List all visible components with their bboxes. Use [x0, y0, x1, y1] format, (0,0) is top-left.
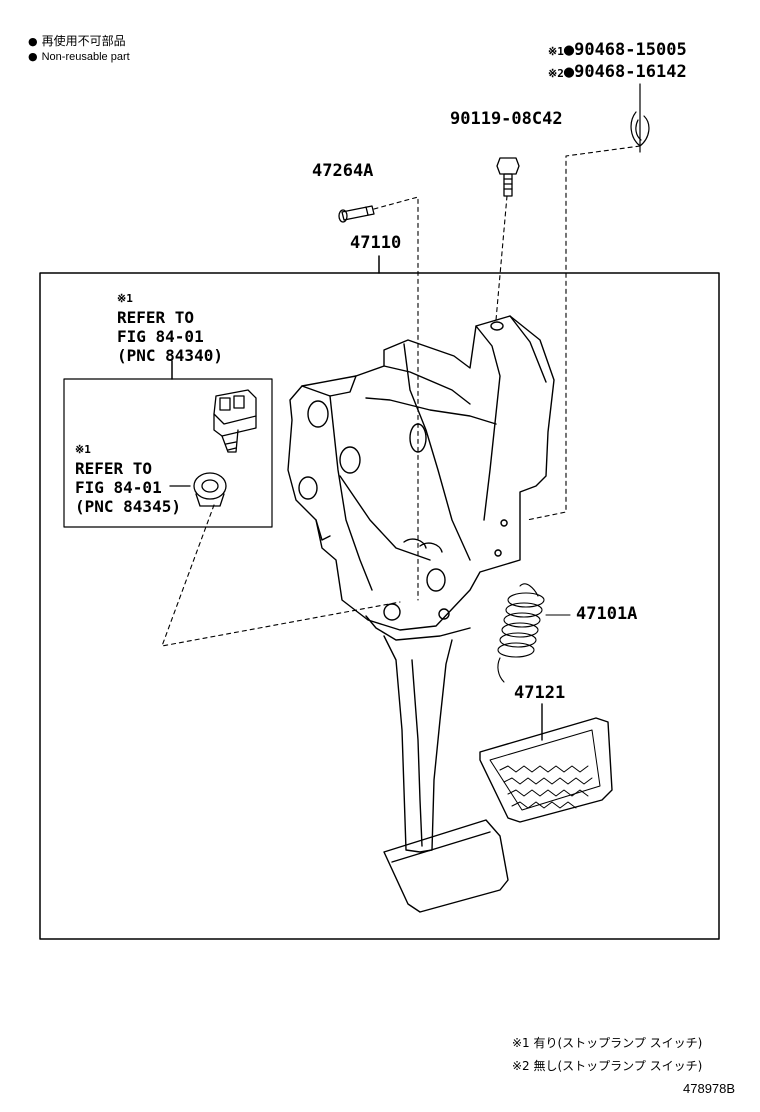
bullet-icon: ● [563, 62, 575, 82]
reference-note-outer: ※1 REFER TO FIG 84-01 (PNC 84340) [117, 289, 223, 365]
reference-line: FIG 84-01 [75, 478, 162, 497]
legend: ●再使用不可部品 ●Non-reusable part [28, 34, 130, 65]
reference-line: FIG 84-01 [117, 327, 204, 346]
footnote-2: ※2 無し(ストップランプ スイッチ) [512, 1059, 703, 1073]
bullet-icon: ● [28, 35, 38, 48]
clip-part-number-2: ※2●90468-16142 [548, 62, 687, 83]
legend-row-english: ●Non-reusable part [28, 49, 130, 65]
reference-line: (PNC 84345) [75, 497, 181, 516]
part-number-text: 90468-16142 [574, 62, 687, 82]
footnote-1: ※1 有り(ストップランプ スイッチ) [512, 1036, 703, 1050]
clip-icon [630, 83, 650, 153]
reference-box [63, 378, 273, 528]
reference-line: REFER TO [117, 308, 195, 327]
pedal-assembly-part-number: 47110 [350, 233, 402, 253]
bolt-part-number: 90119-08C42 [450, 109, 563, 129]
stopper-icon [169, 472, 227, 507]
bolt-icon [496, 157, 520, 197]
clip-part-number-1: ※1●90468-15005 [548, 40, 687, 61]
pedal-arm [383, 635, 509, 913]
assembly-dashed-lines [161, 145, 641, 647]
return-spring-part-number: 47101A [576, 604, 638, 624]
note-mark: ※1 [117, 292, 133, 305]
note-mark: ※1 [548, 45, 564, 58]
reference-line: REFER TO [75, 459, 153, 478]
stop-lamp-switch-icon [213, 389, 257, 453]
part-number-text: 90468-15005 [574, 40, 687, 60]
bullet-icon: ● [28, 50, 38, 63]
legend-label-english: Non-reusable part [41, 51, 130, 63]
pedal-bracket [287, 315, 555, 641]
pedal-pad-icon [479, 703, 613, 823]
reference-note-inner: ※1 REFER TO FIG 84-01 (PNC 84345) [75, 440, 181, 516]
pedal-pad-part-number: 47121 [514, 683, 566, 703]
pin-icon [338, 205, 375, 223]
illustration-code: 478978B [683, 1081, 736, 1096]
legend-label-japanese: 再使用不可部品 [41, 34, 126, 48]
return-spring-icon [497, 583, 571, 683]
note-mark: ※1 [75, 443, 91, 456]
reference-line: (PNC 84340) [117, 346, 223, 365]
pin-part-number: 47264A [312, 161, 374, 181]
bullet-icon: ● [563, 40, 575, 60]
note-mark: ※2 [548, 67, 564, 80]
legend-row-japanese: ●再使用不可部品 [28, 34, 130, 49]
